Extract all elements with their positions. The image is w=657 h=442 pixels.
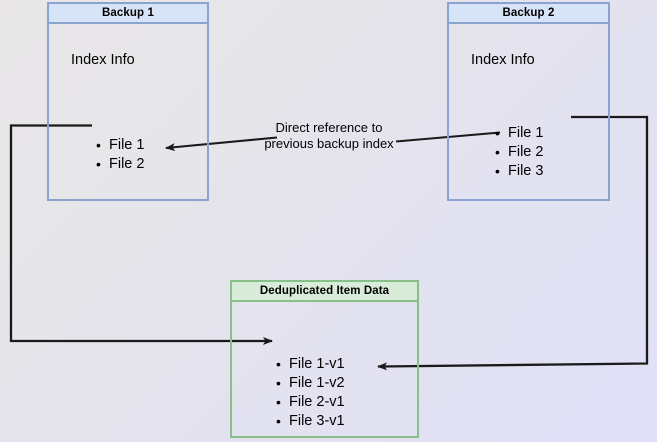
edge-label-direct-reference: Direct reference to previous backup inde… xyxy=(264,120,394,151)
backup-1-index-info-label: Index Info xyxy=(71,52,135,68)
node-backup-1-header: Backup 1 xyxy=(49,4,207,24)
list-item: File 1 xyxy=(495,124,543,143)
list-item: File 2 xyxy=(495,143,543,162)
node-backup-2[interactable]: Backup 2 Index Info File 1 File 2 File 3 xyxy=(447,2,610,201)
list-item: File 1 xyxy=(96,136,144,155)
list-item: File 2 xyxy=(96,155,144,174)
list-item: File 3 xyxy=(495,162,543,181)
list-item: File 3-v1 xyxy=(276,412,345,431)
node-deduplicated-item-data-body: File 1-v1 File 1-v2 File 2-v1 File 3-v1 xyxy=(232,302,417,436)
list-item: File 1-v2 xyxy=(276,374,345,393)
backup-2-index-info-label: Index Info xyxy=(471,52,535,68)
list-item: File 2-v1 xyxy=(276,393,345,412)
backup-2-file-list: File 1 File 2 File 3 xyxy=(495,124,543,181)
node-deduplicated-item-data-header: Deduplicated Item Data xyxy=(232,282,417,302)
dedup-file-list: File 1-v1 File 1-v2 File 2-v1 File 3-v1 xyxy=(276,355,345,431)
backup-1-file-list: File 1 File 2 xyxy=(96,136,144,174)
node-backup-1-body: Index Info File 1 File 2 xyxy=(49,24,207,199)
node-backup-1[interactable]: Backup 1 Index Info File 1 File 2 xyxy=(47,2,209,201)
node-backup-2-body: Index Info File 1 File 2 File 3 xyxy=(449,24,608,199)
list-item: File 1-v1 xyxy=(276,355,345,374)
node-deduplicated-item-data[interactable]: Deduplicated Item Data File 1-v1 File 1-… xyxy=(230,280,419,438)
node-backup-2-header: Backup 2 xyxy=(449,4,608,24)
